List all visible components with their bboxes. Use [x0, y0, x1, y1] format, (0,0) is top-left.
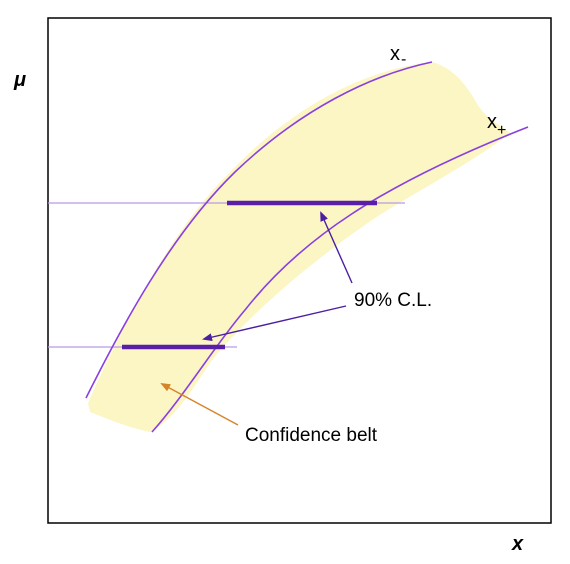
cl-arrow-upper: [320, 211, 353, 284]
curve-label-x-plus-sub: +: [497, 122, 506, 139]
belt-arrow: [160, 383, 239, 426]
x-axis-label: x: [511, 533, 524, 555]
curve-label-x-minus: x -: [390, 43, 406, 68]
cl-label: 90% C.L.: [354, 290, 432, 311]
curve-label-x-plus: x +: [487, 111, 506, 139]
cl-arrow-lower: [202, 305, 347, 342]
curve-label-x-minus-sub: -: [401, 51, 406, 68]
y-axis-label: μ: [13, 69, 26, 91]
belt-label: Confidence belt: [245, 425, 378, 446]
curve-label-x-minus-base: x: [390, 43, 400, 65]
confidence-belt-region: [88, 62, 510, 432]
curve-label-x-plus-base: x: [487, 111, 497, 133]
curve-x-minus: [85, 61, 433, 399]
plot-frame: [47, 17, 552, 524]
curve-x-plus: [151, 126, 529, 433]
